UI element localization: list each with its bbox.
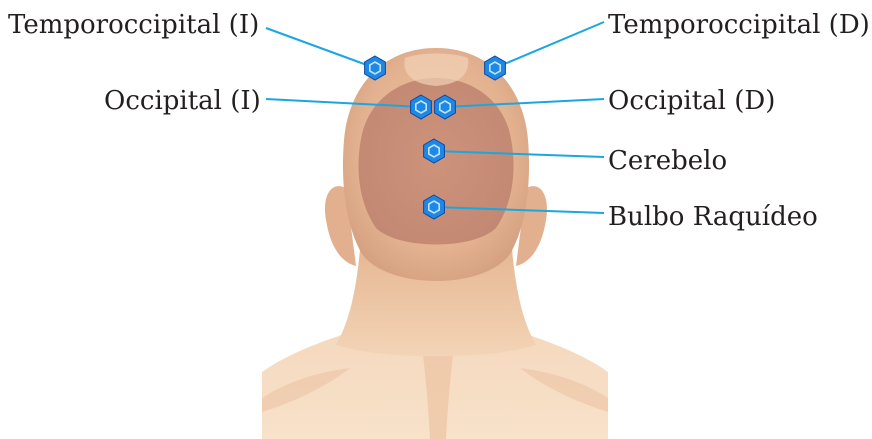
label-cerebelo: Cerebelo <box>608 146 727 176</box>
leader-line-temporoccipital-left <box>266 28 375 68</box>
label-occipital-left: Occipital (I) <box>104 86 261 116</box>
label-temporoccipital-right: Temporoccipital (D) <box>608 10 870 40</box>
leader-line-temporoccipital-right <box>495 22 604 68</box>
label-occipital-right: Occipital (D) <box>608 86 775 116</box>
label-temporoccipital-left: Temporoccipital (I) <box>8 10 259 40</box>
label-bulbo-raquideo: Bulbo Raquídeo <box>608 202 818 232</box>
